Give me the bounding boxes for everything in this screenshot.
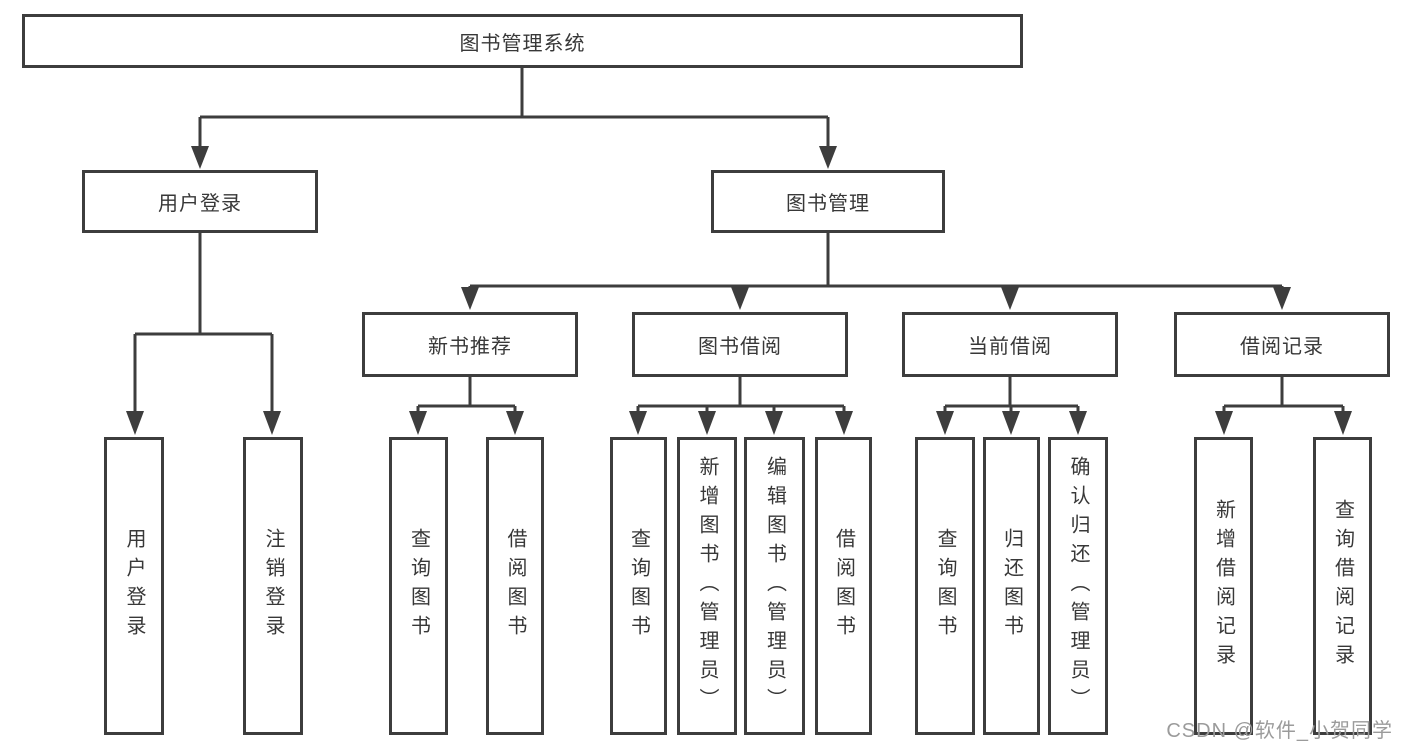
node-new-book-recommendation: 新书推荐	[362, 312, 578, 377]
node-leaf-user-login: 用户登录	[104, 437, 164, 735]
node-leaf-add-book-admin: 新增图书（管理员）	[677, 437, 737, 735]
arrowhead	[936, 411, 954, 435]
node-leaf-borrow-book-2: 借阅图书	[815, 437, 872, 735]
edge-newbook-split	[416, 377, 517, 412]
arrowhead	[765, 411, 783, 435]
node-label: 新书推荐	[428, 336, 512, 358]
edge-root-split	[198, 68, 830, 148]
node-label: 查询图书	[934, 528, 956, 644]
arrowhead	[698, 411, 716, 435]
arrowhead	[1215, 411, 1233, 435]
node-label: 当前借阅	[968, 336, 1052, 358]
arrowhead	[506, 411, 524, 435]
node-leaf-confirm-return-admin: 确认归还（管理员）	[1048, 437, 1108, 735]
arrowhead	[1273, 287, 1291, 310]
node-label: 用户登录	[123, 528, 145, 644]
arrowhead	[263, 411, 281, 435]
node-leaf-logout: 注销登录	[243, 437, 303, 735]
node-label: 归还图书	[1000, 528, 1023, 644]
node-label: 查询图书	[407, 528, 430, 644]
node-leaf-add-borrow-record: 新增借阅记录	[1194, 437, 1253, 735]
node-leaf-edit-book-admin: 编辑图书（管理员）	[744, 437, 805, 735]
arrowhead	[731, 287, 749, 310]
node-label: 新增图书（管理员）	[696, 455, 718, 717]
edge-records-split	[1222, 377, 1345, 412]
node-leaf-return-book: 归还图书	[983, 437, 1040, 735]
node-label: 图书管理系统	[459, 32, 586, 55]
node-label: 确认归还（管理员）	[1067, 455, 1089, 717]
node-label: 借阅图书	[832, 528, 855, 644]
node-label: 注销登录	[262, 528, 284, 644]
node-leaf-borrow-book-1: 借阅图书	[486, 437, 544, 735]
edge-currentborrow-split	[943, 377, 1080, 412]
node-user-login-group: 用户登录	[82, 170, 318, 233]
arrowhead	[1069, 411, 1087, 435]
arrowhead	[409, 411, 427, 435]
edge-bookborrow-split	[636, 377, 846, 412]
arrowhead	[819, 146, 837, 169]
node-label: 借阅记录	[1240, 336, 1324, 358]
node-book-borrowing: 图书借阅	[632, 312, 848, 377]
node-label: 编辑图书（管理员）	[763, 455, 786, 717]
arrowhead	[835, 411, 853, 435]
node-label: 新增借阅记录	[1212, 499, 1235, 673]
arrowhead	[461, 287, 479, 310]
node-book-management: 图书管理	[711, 170, 945, 233]
node-label: 查询借阅记录	[1331, 499, 1354, 673]
node-current-borrowing: 当前借阅	[902, 312, 1118, 377]
node-label: 图书管理	[786, 193, 870, 215]
node-label: 查询图书	[627, 528, 650, 644]
csdn-watermark: CSDN @软件_小贺同学	[1166, 720, 1393, 742]
node-label: 借阅图书	[504, 528, 526, 644]
edge-userlogin-split	[133, 233, 274, 412]
arrowhead	[1002, 411, 1020, 435]
node-leaf-query-book-2: 查询图书	[610, 437, 667, 735]
arrowhead	[1334, 411, 1352, 435]
arrowhead	[126, 411, 144, 435]
node-leaf-query-book-1: 查询图书	[389, 437, 448, 735]
node-label: 图书借阅	[698, 336, 782, 358]
arrowhead	[191, 146, 209, 169]
arrowhead	[629, 411, 647, 435]
node-leaf-query-borrow-record: 查询借阅记录	[1313, 437, 1372, 735]
node-leaf-query-book-3: 查询图书	[915, 437, 975, 735]
edge-bookmgmt-split	[468, 233, 1284, 289]
arrowhead	[1001, 287, 1019, 310]
node-borrowing-records: 借阅记录	[1174, 312, 1390, 377]
node-library-management-system: 图书管理系统	[22, 14, 1023, 68]
node-label: 用户登录	[158, 193, 242, 215]
